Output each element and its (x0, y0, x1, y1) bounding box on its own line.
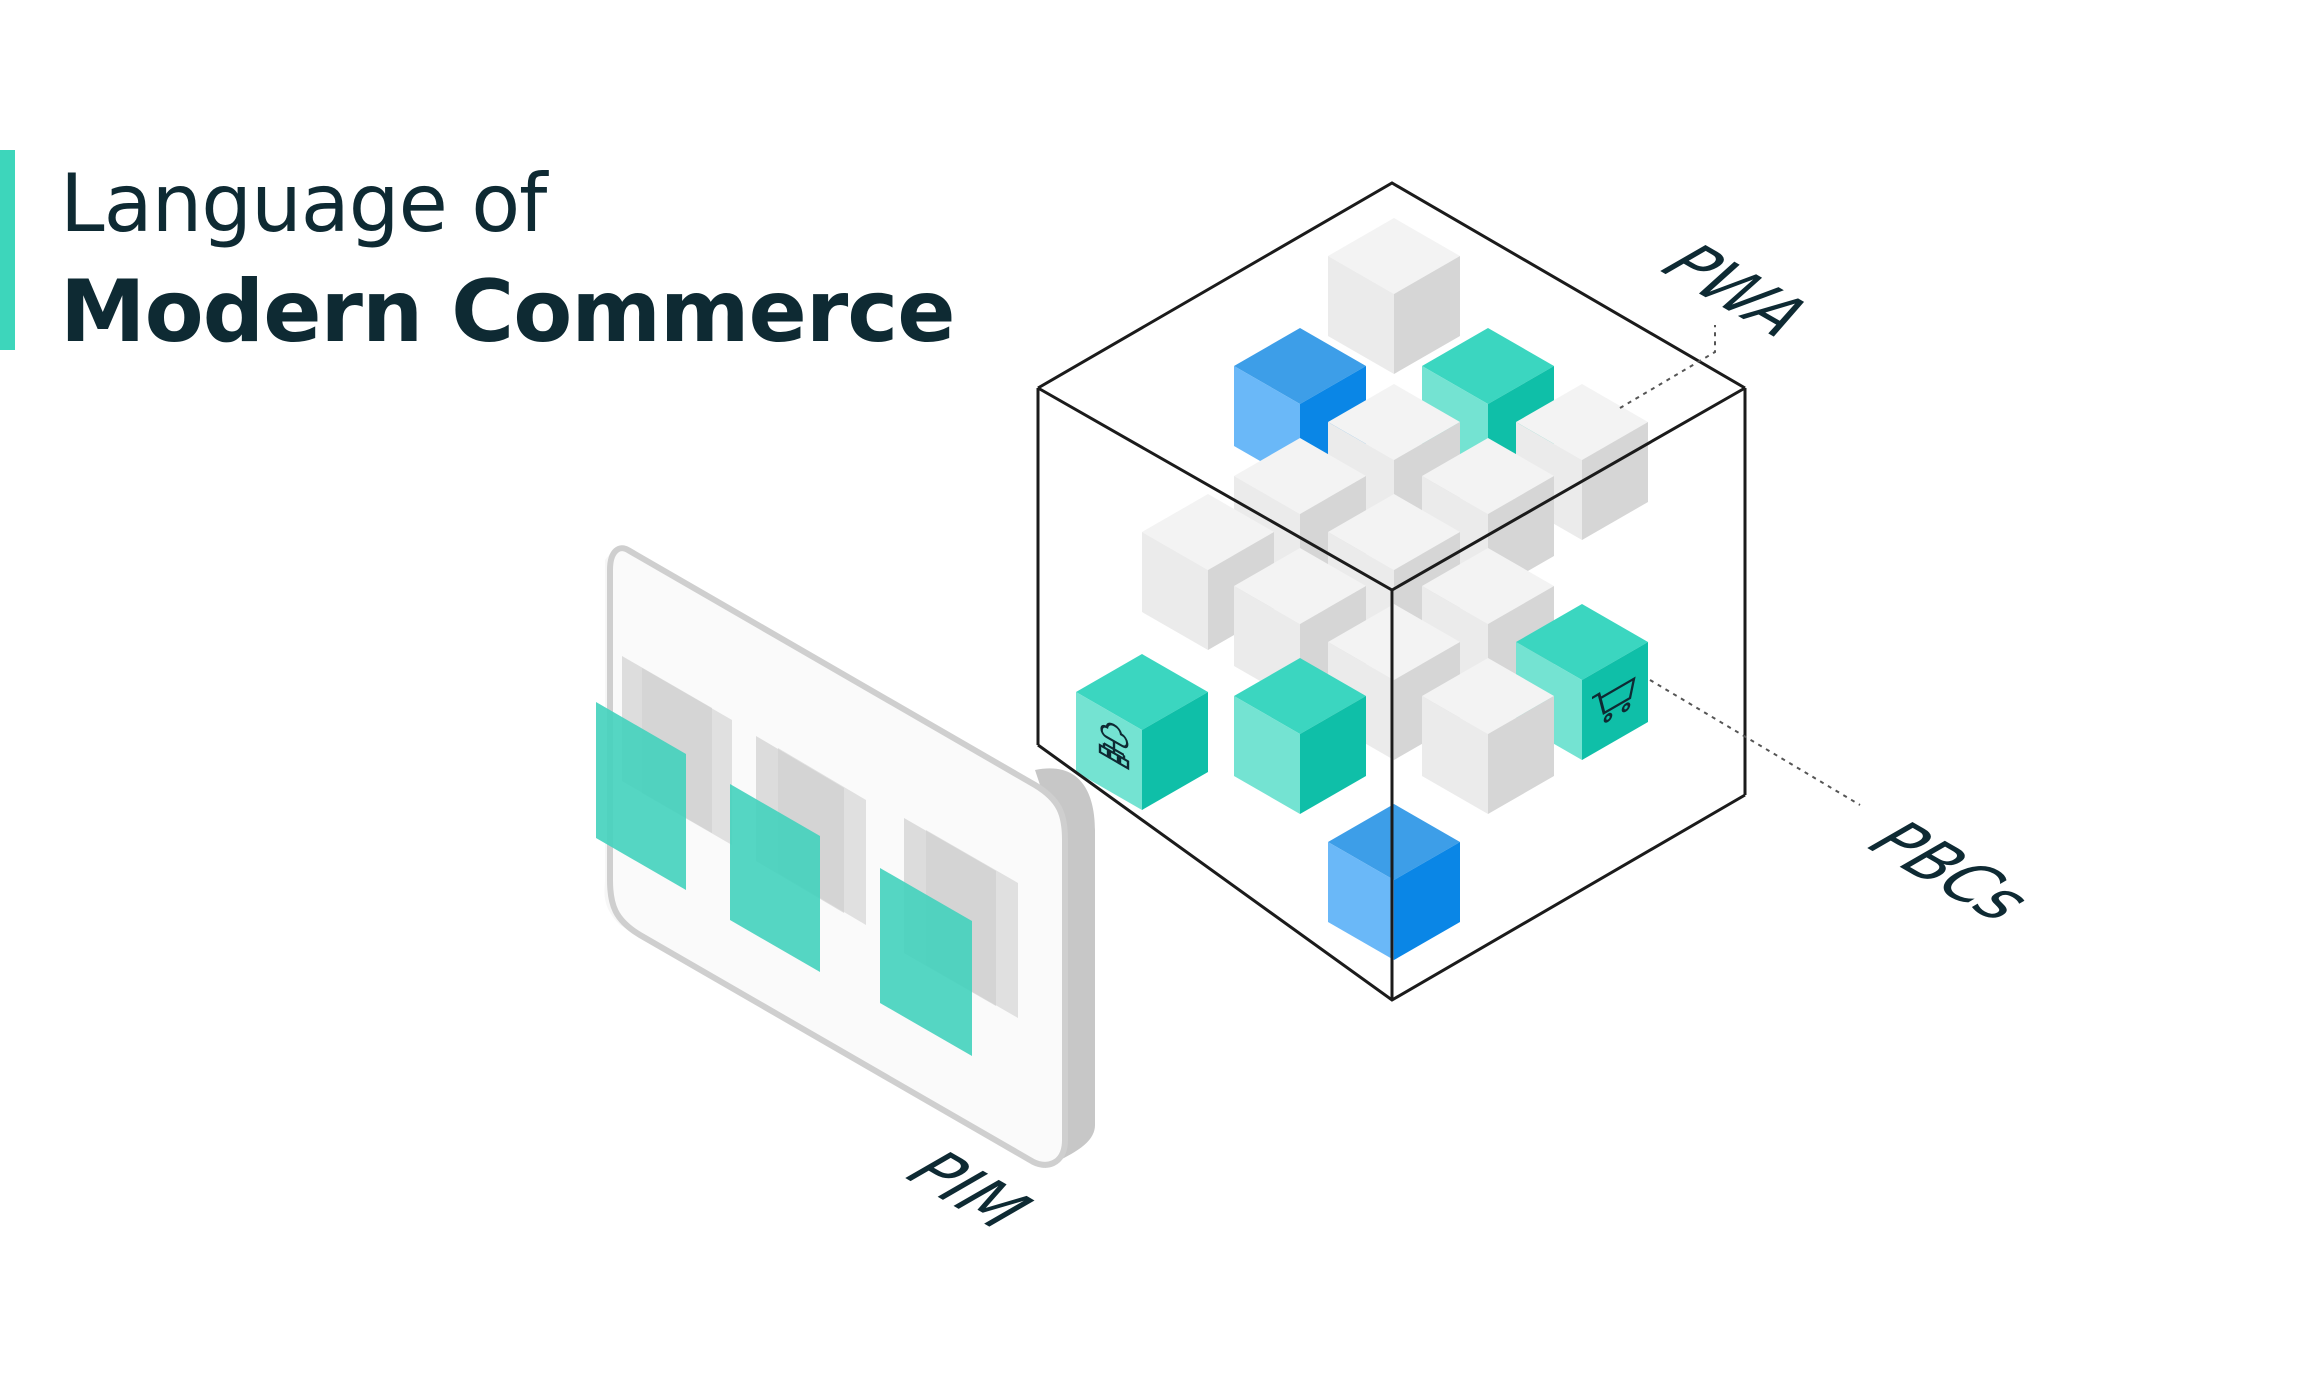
pim-card-stack-3 (880, 818, 1018, 1056)
title-accent-bar (0, 150, 15, 350)
title-line-1: Language of (60, 157, 547, 250)
pim-card-stack-1 (596, 656, 732, 890)
pim-panel (596, 545, 1095, 1168)
pbcs-leader-line (1649, 679, 1861, 806)
label-pbcs: PBCs (1847, 812, 2053, 931)
inner-cubes (1076, 218, 1648, 960)
pwa-leader-line (1619, 325, 1716, 409)
shopping-cart-icon (1592, 676, 1636, 723)
container-cube-front (1037, 386, 1747, 1002)
title-line-2: Modern Commerce (60, 262, 956, 362)
page-title: Language of Modern Commerce (60, 150, 956, 366)
pim-card-stack-2 (730, 736, 866, 972)
container-cube-back (1036, 181, 1746, 745)
label-pwa: PWA (1640, 235, 1832, 346)
cloud-network-icon (1098, 722, 1130, 771)
